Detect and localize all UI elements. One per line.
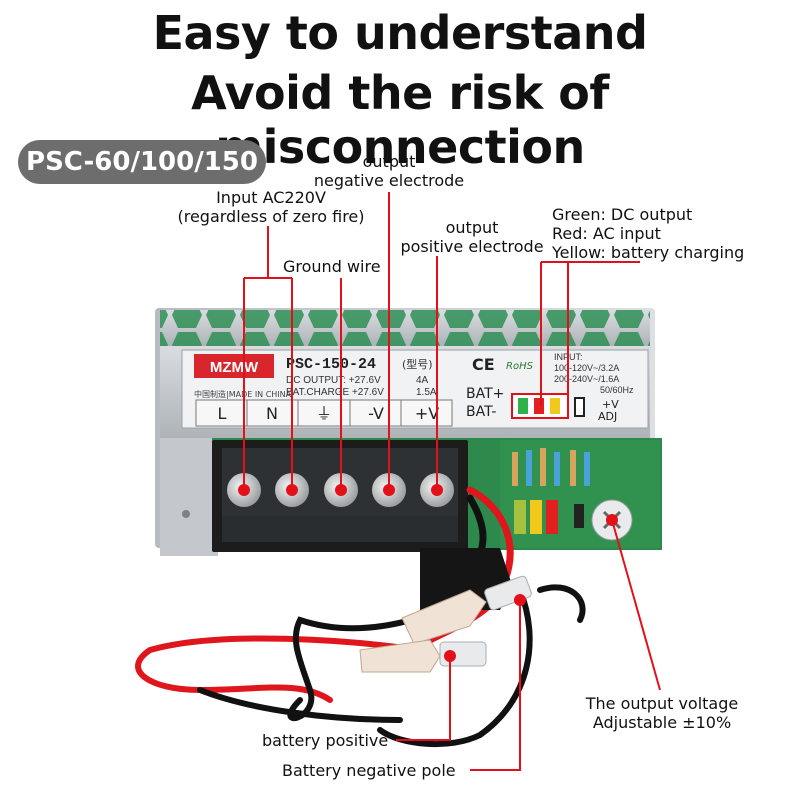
input-line-1: 100-120V~/3.2A — [554, 363, 619, 373]
callout-output-positive-line-2: positive electrode — [400, 237, 544, 256]
led-legend-red: Red: AC input — [552, 224, 661, 243]
led-legend-green: Green: DC output — [552, 205, 693, 224]
terminal-legend-row: L N ⏚ -V +V — [195, 399, 453, 427]
callout-output-negative: output negative electrode — [312, 152, 466, 190]
callout-led-legend: Green: DC output Red: AC input Yellow: b… — [552, 205, 744, 262]
adj-label: ADJ — [598, 410, 617, 423]
terminal-label-l: L — [218, 404, 227, 423]
terminal-label-ground: ⏚ — [316, 404, 332, 423]
model-label: PSC-150-24 — [286, 356, 376, 373]
callout-battery-positive: battery positive — [262, 731, 389, 750]
bat-charge-label: BAT.CHARGE +27.6V — [286, 387, 384, 398]
callout-input-ac: Input AC220V (regardless of zero fire) — [176, 188, 366, 226]
spade-connector-positive — [401, 575, 532, 645]
callout-output-negative-line-1: output — [362, 152, 416, 171]
dc-output-current: 4A — [416, 375, 429, 386]
terminal-label-n: N — [266, 404, 278, 423]
callout-dots — [238, 484, 618, 662]
callout-battery-negative: Battery negative pole — [282, 761, 456, 780]
callout-voltage-adjust-line-1: The output voltage — [585, 694, 739, 713]
headline-line-1: Easy to understand — [152, 6, 648, 60]
adj-slot — [574, 397, 585, 417]
bat-minus-label: BAT- — [466, 404, 496, 420]
terminal-label-plus-v: +V — [415, 404, 439, 423]
bat-plus-label: BAT+ — [466, 386, 504, 402]
callout-output-positive: output positive electrode — [398, 218, 546, 256]
callout-output-negative-line-2: negative electrode — [313, 171, 465, 190]
input-frequency: 50/60Hz — [600, 385, 634, 395]
model-suffix-label: (型号) — [402, 357, 433, 371]
input-line-2: 200-240V~/1.6A — [554, 374, 619, 384]
callout-output-positive-line-1: output — [445, 218, 499, 237]
made-in-label: 中国制造|MADE IN CHINA — [194, 389, 292, 399]
terminal-label-minus-v: -V — [368, 404, 384, 423]
headline-line-2: Avoid the risk of misconnection — [191, 66, 609, 174]
callout-input-ac-line-1: Input AC220V — [216, 188, 326, 207]
callout-voltage-adjust-line-2: Adjustable ±10% — [592, 713, 732, 732]
dc-output-label: DC OUTPUT: +27.6V — [286, 375, 381, 386]
callout-ground-wire: Ground wire — [283, 257, 381, 276]
callout-voltage-adjust: The output voltage Adjustable ±10% — [574, 694, 750, 732]
label-plate: MZMW PSC-150-24 (型号) DC OUTPUT: +27.6V 4… — [181, 349, 649, 429]
bat-charge-current: 1.5A — [416, 387, 437, 398]
model-badge: PSC-60/100/150 — [18, 140, 266, 184]
brand-label: MZMW — [210, 359, 259, 376]
plus-v-label: +V — [602, 398, 619, 411]
callout-input-ac-line-2: (regardless of zero fire) — [177, 207, 365, 226]
rohs-mark: RoHS — [506, 361, 534, 372]
ce-mark: CE — [472, 355, 495, 374]
led-legend-yellow: Yellow: battery charging — [552, 243, 745, 262]
callout-lines — [243, 192, 661, 771]
